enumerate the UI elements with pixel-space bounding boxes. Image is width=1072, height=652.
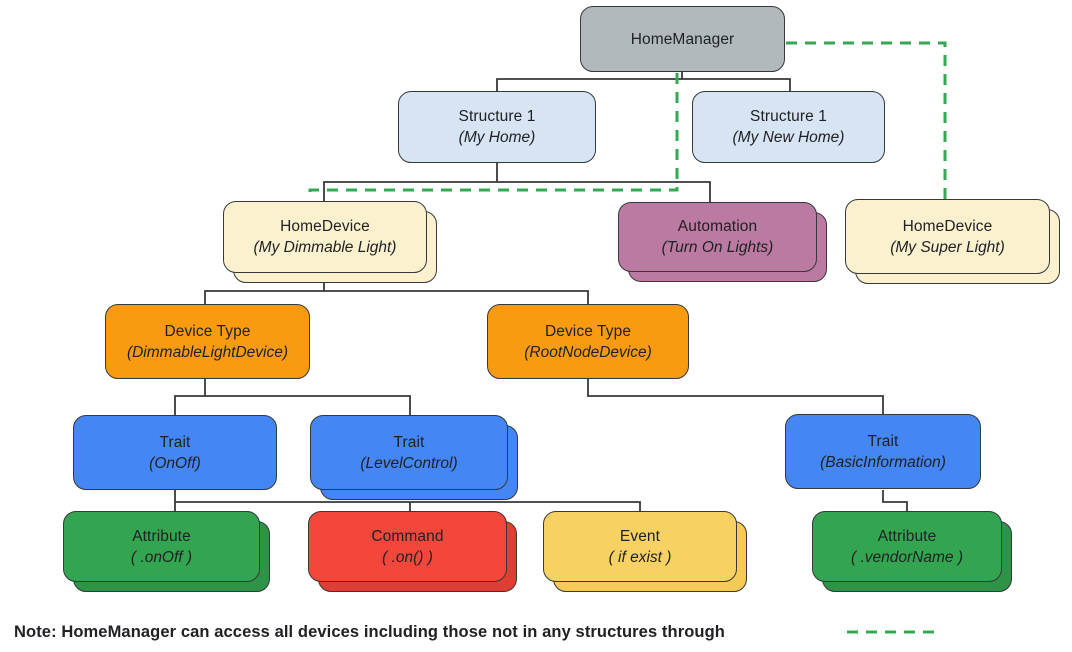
node-subtitle: ( .onOff ) (130, 548, 193, 566)
node-subtitle: (BasicInformation) (820, 453, 946, 471)
node-structure-my-home: Structure 1 (My Home) (398, 91, 596, 163)
node-subtitle: (My New Home) (732, 129, 845, 146)
node-subtitle: (DimmableLightDevice) (126, 343, 289, 361)
node-command-on: Command ( .on() ) (308, 511, 517, 592)
connector-trait-attribute (882, 490, 908, 511)
node-homedevice-dimmable: HomeDevice (My Dimmable Light) (223, 201, 437, 283)
node-subtitle: (My Super Light) (890, 238, 1005, 256)
node-subtitle: ( .on() ) (382, 548, 433, 566)
node-title: Attribute (877, 527, 937, 545)
node-title: Structure 1 (750, 108, 827, 125)
node-attribute-onoff: Attribute ( .onOff ) (63, 511, 270, 592)
node-structure-my-new-home: Structure 1 (My New Home) (692, 91, 885, 163)
node-homedevice-super: HomeDevice (My Super Light) (845, 199, 1060, 284)
node-event-ifexist: Event ( if exist ) (543, 511, 747, 592)
node-title: Trait (159, 433, 191, 451)
node-title: Device Type (164, 322, 251, 340)
node-trait-basicinformation: Trait (BasicInformation) (785, 414, 981, 489)
node-subtitle: ( if exist ) (608, 548, 672, 566)
node-title: Command (371, 527, 444, 545)
node-homemanager: HomeManager (580, 6, 785, 72)
node-title: Structure 1 (458, 108, 536, 125)
node-subtitle: (OnOff) (149, 454, 201, 472)
node-devicetype-rootnode: Device Type (RootNodeDevice) (487, 304, 689, 379)
node-subtitle: ( .vendorName ) (851, 548, 963, 566)
node-title: HomeDevice (902, 217, 993, 235)
node-title: Automation (677, 218, 758, 235)
connector-trait-children (174, 490, 641, 511)
node-subtitle: (My Home) (458, 129, 536, 146)
node-subtitle: (LevelControl) (360, 454, 458, 472)
node-trait-levelcontrol: Trait (LevelControl) (310, 415, 518, 500)
node-subtitle: (RootNodeDevice) (524, 343, 652, 361)
dashed-link-dimmable (308, 73, 679, 200)
node-title: Attribute (132, 527, 191, 545)
node-trait-onoff: Trait (OnOff) (73, 415, 277, 490)
node-attribute-vendorname: Attribute ( .vendorName ) (812, 511, 1012, 592)
node-title: HomeManager (630, 30, 735, 48)
connector-devicetype2-trait (587, 379, 884, 414)
footnote-text: Note: HomeManager can access all devices… (14, 623, 725, 641)
node-subtitle: (My Dimmable Light) (253, 239, 397, 256)
connector-manager-structures (496, 72, 791, 91)
node-automation: Automation (Turn On Lights) (618, 202, 827, 282)
dashed-link-supersight (786, 41, 947, 199)
node-subtitle: (Turn On Lights) (661, 239, 774, 256)
connector-devicetype1-traits (174, 379, 411, 415)
node-devicetype-dimmable: Device Type (DimmableLightDevice) (105, 304, 310, 379)
node-title: HomeDevice (280, 218, 370, 235)
node-title: Trait (867, 432, 899, 450)
dashed-line-legend (847, 630, 938, 634)
node-title: Trait (393, 433, 425, 451)
node-title: Event (619, 527, 661, 545)
node-title: Device Type (544, 322, 632, 340)
connector-structure-children (323, 163, 711, 202)
